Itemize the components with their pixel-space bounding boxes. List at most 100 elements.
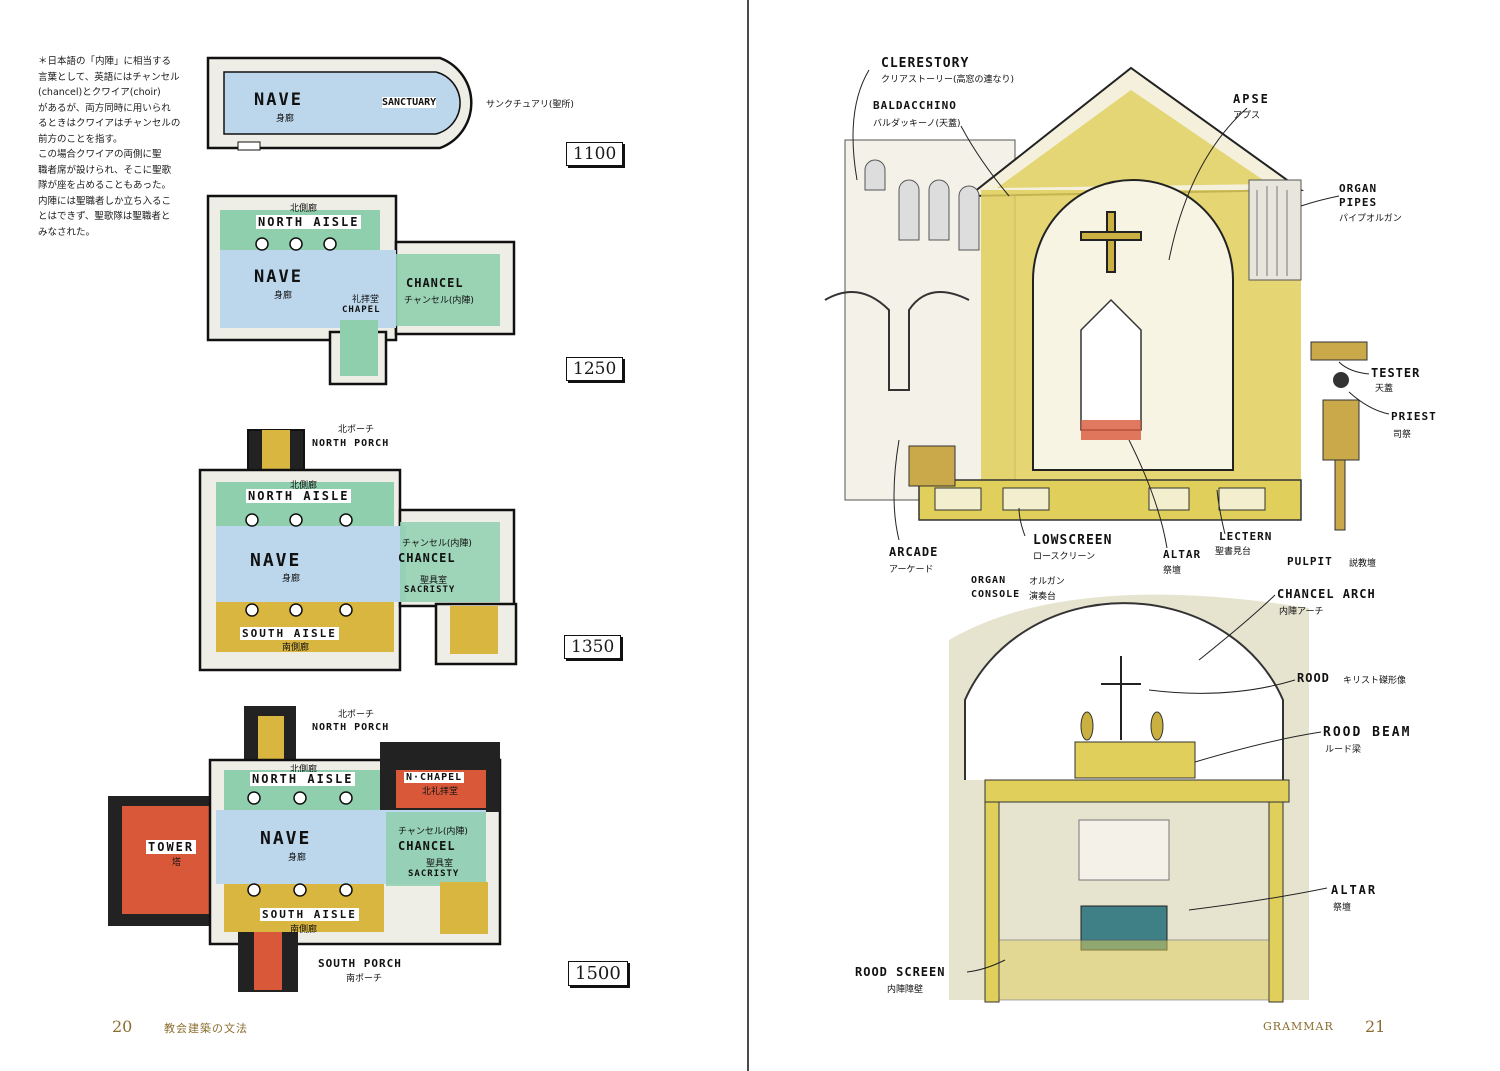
label-tower: TOWER xyxy=(146,840,197,854)
label-chancel-jp: チャンセル(内陣) xyxy=(404,296,474,306)
page-number: 21 xyxy=(1365,1017,1386,1036)
label-north-porch: NORTH PORCH xyxy=(312,722,390,733)
label-north-porch: NORTH PORCH xyxy=(312,438,390,449)
label-organ-jp: オルガン xyxy=(1029,577,1065,587)
label-rood-beam-jp: ルード梁 xyxy=(1325,745,1362,755)
label-south-aisle: SOUTH AISLE xyxy=(240,627,339,640)
label-north-aisle-jp: 北側廊 xyxy=(290,765,318,775)
note-line: 内陣には聖職者しか立ち入るこ xyxy=(38,195,172,207)
label-chancel: CHANCEL xyxy=(406,276,464,290)
label-clerestory-jp: クリアストーリー(高窓の連なり) xyxy=(881,75,1015,85)
note-line: るときはクワイアはチャンセルの xyxy=(38,118,181,129)
label-nave: NAVE xyxy=(254,90,303,110)
label-rood-jp: キリスト磔形像 xyxy=(1343,676,1407,686)
year-badge-1250: 1250 xyxy=(566,357,624,381)
note-line: があるが、両方同時に用いられ xyxy=(38,102,171,114)
label-organ-pipes-jp: パイプオルガン xyxy=(1339,214,1402,224)
year-badge-1350: 1350 xyxy=(564,635,622,659)
label-apse-jp: アプス xyxy=(1233,111,1261,121)
label-nave-jp: 身廊 xyxy=(276,114,295,124)
label-apse: APSE xyxy=(1233,92,1270,106)
label-altar-top-jp: 祭壇 xyxy=(1163,566,1182,576)
label-nave-jp: 身廊 xyxy=(288,853,307,863)
label-sacristy: SACRISTY xyxy=(404,585,456,595)
label-north-porch-jp: 北ポーチ xyxy=(338,425,375,435)
label-nave: NAVE xyxy=(260,828,312,849)
label-north-aisle-jp: 北側廊 xyxy=(290,204,318,214)
note-line: (chancel)とクワイア(choir) xyxy=(38,87,161,98)
floor-plans-drawing xyxy=(108,56,518,992)
note-line: 隊が座を占めることもあった。 xyxy=(38,180,172,191)
label-lectern: LECTERN xyxy=(1219,530,1273,543)
running-head: 教会建築の文法 xyxy=(164,1022,248,1035)
year-badge-1500: 1500 xyxy=(568,961,628,986)
plan-1250 xyxy=(206,194,516,386)
note-line: 言葉として、英語にはチャンセル xyxy=(38,71,180,83)
label-arcade-jp: アーケード xyxy=(889,565,934,575)
label-south-porch: SOUTH PORCH xyxy=(318,957,402,970)
note-line: 職者席が設けられ、そこに聖歌 xyxy=(38,164,172,176)
label-tower-jp: 塔 xyxy=(172,858,182,868)
label-chancel-arch: CHANCEL ARCH xyxy=(1277,587,1376,601)
label-chapel-jp: 礼拝堂 xyxy=(352,295,380,305)
label-n-chapel: N·CHAPEL xyxy=(404,772,465,783)
nave-interior-sketch xyxy=(824,66,1368,531)
label-nave: NAVE xyxy=(254,267,303,287)
chancel-arch-sketch xyxy=(949,594,1309,1003)
label-south-porch-jp: 南ポーチ xyxy=(346,974,383,984)
label-chancel-jp: チャンセル(内陣) xyxy=(398,827,468,837)
label-chancel: CHANCEL xyxy=(398,551,456,565)
label-nave-jp: 身廊 xyxy=(282,574,301,584)
label-north-aisle: NORTH AISLE xyxy=(246,489,352,503)
label-chancel: CHANCEL xyxy=(398,839,456,853)
label-tester: TESTER xyxy=(1371,366,1421,380)
year-badge-1100: 1100 xyxy=(566,142,624,166)
label-altar-top: ALTAR xyxy=(1163,548,1202,561)
label-lectern-jp: 聖書見台 xyxy=(1215,547,1252,557)
label-baldacchino-jp: バルダッキーノ(天蓋) xyxy=(873,119,961,129)
note-line: みなされた。 xyxy=(38,226,96,238)
right-page: CLERESTORY クリアストーリー(高窓の連なり) BALDACCHINO … xyxy=(749,0,1500,1071)
label-nave-jp: 身廊 xyxy=(274,291,293,301)
label-north-aisle: NORTH AISLE xyxy=(250,772,356,786)
label-chancel-jp: チャンセル(内陣) xyxy=(402,539,472,549)
label-sanctuary: SANCTUARY xyxy=(382,97,437,108)
label-pulpit: PULPIT xyxy=(1287,555,1333,568)
label-console-jp: 演奏台 xyxy=(1029,592,1057,602)
label-chancel-arch-jp: 内陣アーチ xyxy=(1279,607,1324,617)
left-page: ＊日本語の「内陣」に相当する 言葉として、英語にはチャンセル (chancel)… xyxy=(0,0,748,1071)
label-rood-beam: ROOD BEAM xyxy=(1323,725,1412,740)
label-sanctuary-jp: サンクチュアリ(聖所) xyxy=(486,100,574,110)
label-south-aisle-jp: 南側廊 xyxy=(290,925,318,935)
side-note: ＊日本語の「内陣」に相当する 言葉として、英語にはチャンセル (chancel)… xyxy=(38,54,188,240)
label-lowscreen-jp: ロースクリーン xyxy=(1033,552,1096,562)
label-n-chapel-jp: 北礼拝堂 xyxy=(422,787,459,797)
label-priest: PRIEST xyxy=(1391,410,1437,423)
label-sacristy-jp: 聖具室 xyxy=(426,859,454,869)
note-line: ＊日本語の「内陣」に相当する xyxy=(38,56,172,67)
label-south-aisle-jp: 南側廊 xyxy=(282,643,310,653)
note-line: この場合クワイアの両側に聖 xyxy=(38,149,162,160)
label-organ-pipes: ORGAN PIPES xyxy=(1339,182,1378,209)
church-interior-drawing xyxy=(824,66,1390,1003)
label-clerestory: CLERESTORY xyxy=(881,56,970,71)
label-altar-bottom: ALTAR xyxy=(1331,883,1378,897)
page-number: 20 xyxy=(112,1017,133,1036)
label-nave: NAVE xyxy=(250,550,302,571)
note-line: 前方のことを指す。 xyxy=(38,133,123,145)
label-chapel: CHAPEL xyxy=(342,305,381,315)
label-north-aisle: NORTH AISLE xyxy=(256,215,362,229)
label-pulpit-jp: 説教壇 xyxy=(1349,559,1377,569)
page-gutter xyxy=(747,0,749,1071)
label-tester-jp: 天蓋 xyxy=(1375,384,1394,394)
label-arcade: ARCADE xyxy=(889,545,939,559)
label-north-aisle-jp: 北側廊 xyxy=(290,481,318,491)
note-line: とはできず、聖歌隊は聖職者と xyxy=(38,211,171,222)
label-baldacchino: BALDACCHINO xyxy=(873,99,957,112)
label-south-aisle: SOUTH AISLE xyxy=(260,908,359,921)
label-altar-bottom-jp: 祭壇 xyxy=(1333,903,1352,913)
label-sacristy-jp: 聖具室 xyxy=(420,576,448,586)
running-head: GRAMMAR xyxy=(1263,1020,1334,1033)
label-sacristy: SACRISTY xyxy=(408,869,460,879)
plan-1100 xyxy=(206,56,473,151)
